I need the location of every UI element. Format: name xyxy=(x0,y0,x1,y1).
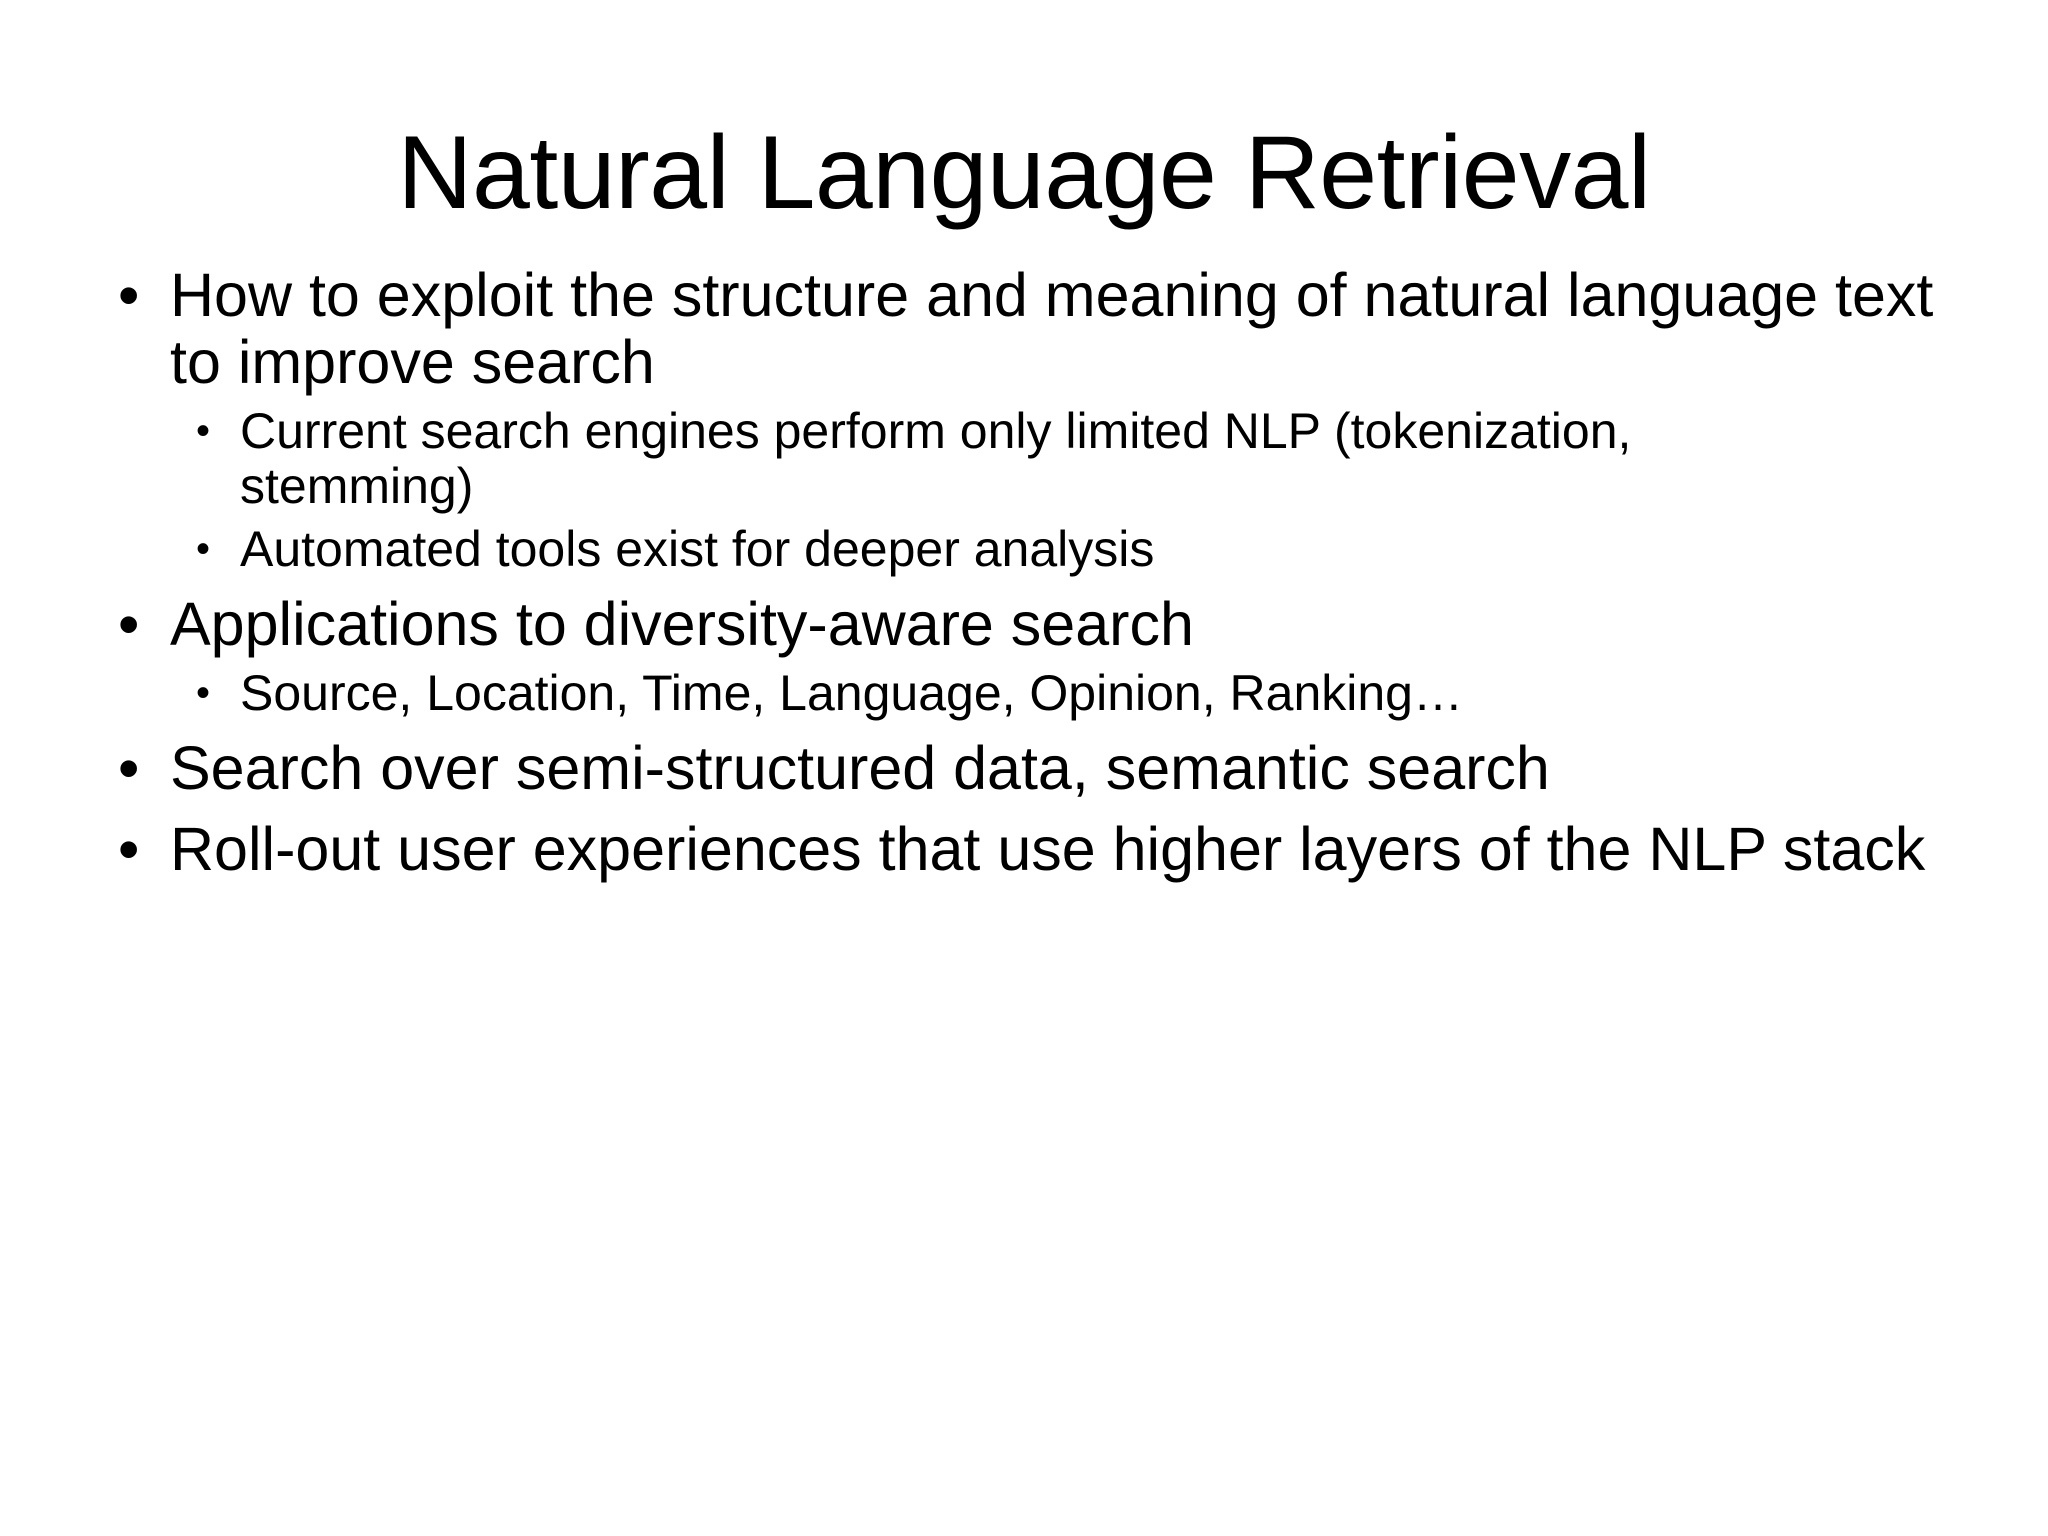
bullet-text: Current search engines perform only limi… xyxy=(240,403,1632,515)
bullet-item-level1: • Roll-out user experiences that use hig… xyxy=(0,816,2048,883)
bullet-dot-icon: • xyxy=(118,261,140,329)
bullet-item-level1: • How to exploit the structure and meani… xyxy=(0,261,2048,397)
slide-body: • How to exploit the structure and meani… xyxy=(0,261,2048,885)
bullet-text: Roll-out user experiences that use highe… xyxy=(170,815,1926,884)
bullet-item-level1: • Search over semi-structured data, sema… xyxy=(0,735,2048,802)
bullet-dot-icon: • xyxy=(196,527,211,572)
bullet-dot-icon: • xyxy=(118,590,140,659)
bullet-text: Search over semi-structured data, semant… xyxy=(170,734,1550,803)
bullet-text: Source, Location, Time, Language, Opinio… xyxy=(240,665,1463,722)
bullet-item-level1: • Applications to diversity-aware search xyxy=(0,591,2048,658)
bullet-dot-icon: • xyxy=(118,734,140,803)
page-title: Natural Language Retrieval xyxy=(397,115,1651,231)
bullet-text: Applications to diversity-aware search xyxy=(170,590,1194,659)
bullet-item-level2: • Source, Location, Time, Language, Opin… xyxy=(0,666,2048,721)
bullet-text: Automated tools exist for deeper analysi… xyxy=(240,521,1155,578)
bullet-dot-icon: • xyxy=(196,671,211,716)
bullet-dot-icon: • xyxy=(196,409,211,454)
bullet-item-level2: • Automated tools exist for deeper analy… xyxy=(0,522,2048,577)
bullet-item-level2: • Current search engines perform only li… xyxy=(0,404,2048,514)
bullet-dot-icon: • xyxy=(118,815,140,884)
bullet-text: How to exploit the structure and meaning… xyxy=(170,261,1934,397)
